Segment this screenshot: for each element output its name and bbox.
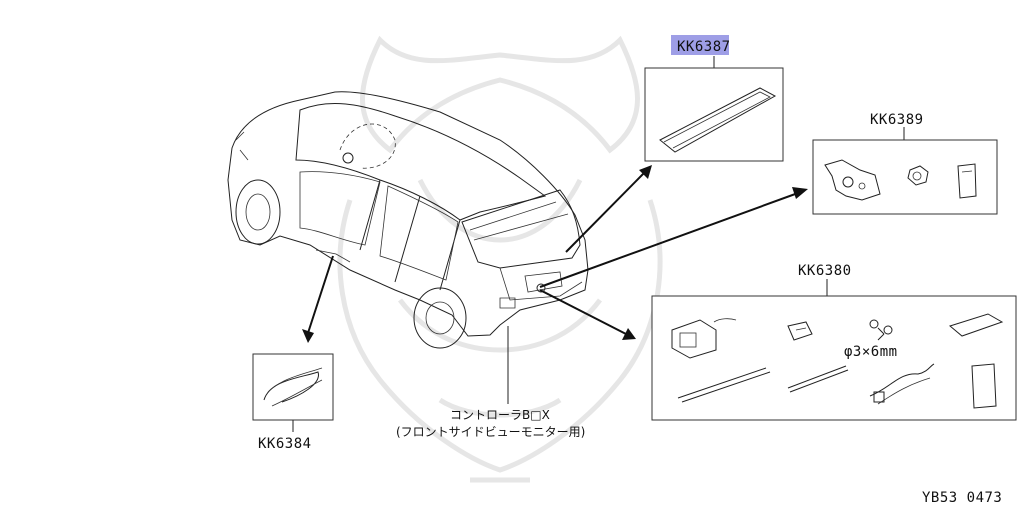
- camera-icon: [671, 318, 737, 359]
- controller-box-label: コントローラB□X (フロントサイドビューモニター用): [396, 408, 585, 439]
- screw-spec-label: φ3×6mm: [844, 344, 898, 360]
- rear-marker-piece: [659, 87, 777, 153]
- rear-marker-part[interactable]: KK6387: [644, 35, 784, 162]
- callout-arrow-camera: [539, 289, 636, 340]
- controller-line2: (フロントサイドビューモニター用): [396, 425, 585, 439]
- rear-marker-label-highlight: [671, 35, 729, 55]
- screw-icon: [869, 319, 893, 341]
- foam-pad-icon: [948, 313, 1004, 337]
- camera-kit-part[interactable]: KK6380 φ3×6mm: [651, 263, 1017, 421]
- rear-marker-label: KK6387: [677, 39, 731, 55]
- extension-harness-icon: [869, 363, 935, 405]
- harness-label: KK6384: [258, 436, 312, 452]
- cable-tie-icon: [787, 365, 849, 393]
- nut-icon: [907, 165, 929, 186]
- harness-box: [252, 353, 334, 421]
- pad-icon: [971, 363, 997, 409]
- diagram-code: YB53 0473: [922, 490, 1002, 506]
- bracket-kit-label: KK6389: [870, 112, 924, 128]
- controller-line1: コントローラB□X: [450, 408, 550, 422]
- harness-part[interactable]: KK6384: [252, 353, 334, 452]
- bracket-kit-part[interactable]: KK6389: [812, 112, 998, 215]
- callout-arrow-harness: [302, 255, 334, 343]
- callout-arrow-bracket: [539, 187, 808, 288]
- camera-kit-box: [651, 295, 1017, 421]
- pad-icon: [957, 163, 977, 199]
- callout-arrow-rear-marker: [565, 165, 652, 253]
- camera-kit-label: KK6380: [798, 263, 852, 279]
- car-illustration: [227, 91, 589, 349]
- bracket-kit-box: [812, 139, 998, 215]
- rear-marker-box: [644, 67, 784, 162]
- bracket-icon: [824, 159, 881, 201]
- wire-coil-icon: [263, 367, 323, 407]
- cable-tie-icon: [677, 367, 771, 403]
- connector-icon: [787, 321, 813, 341]
